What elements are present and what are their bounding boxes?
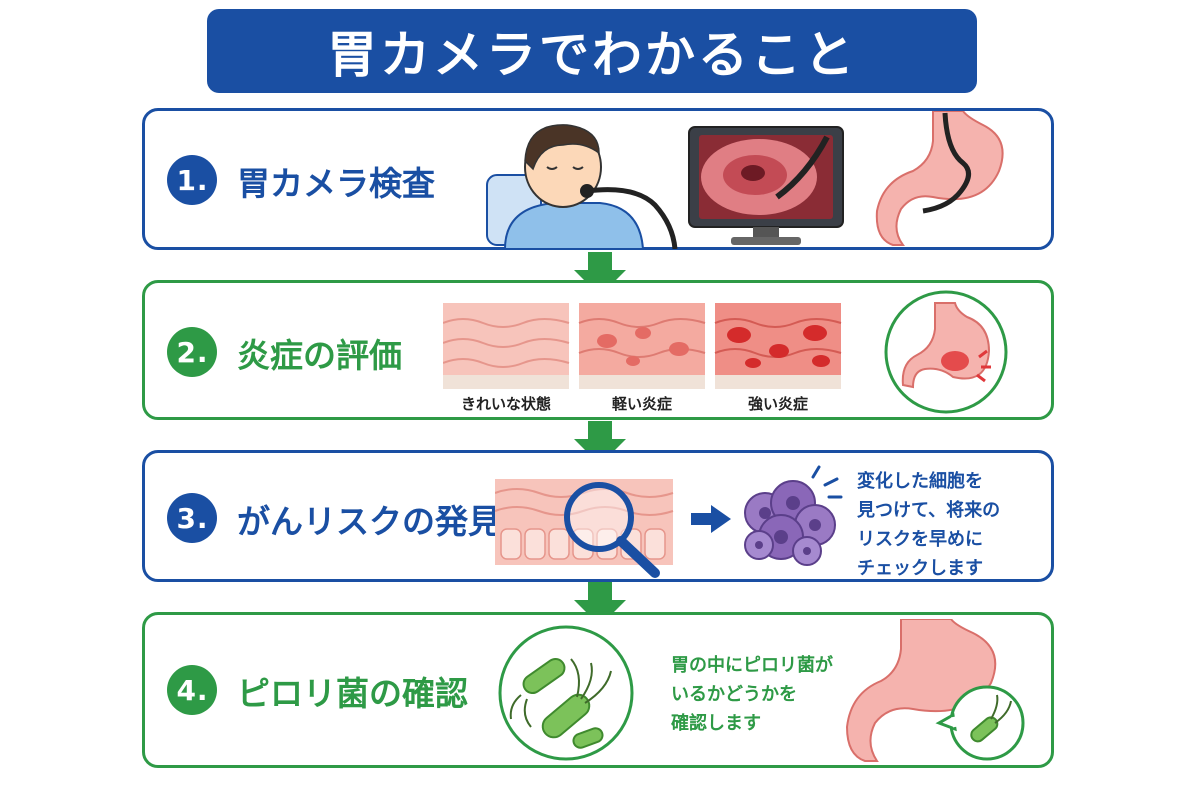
inflamed-stomach-icon: [884, 290, 1008, 414]
panel-label-clean: きれいな状態: [460, 395, 551, 413]
mucosa-panel-icon: [443, 303, 842, 389]
step-2-card: 2. 炎症の評価 きれいな状態 軽い炎症 強い炎症: [142, 280, 1054, 420]
page-title: 胃カメラでわかること: [327, 26, 857, 84]
step-2-number-badge: 2.: [167, 327, 217, 377]
step-1-number-badge: 1.: [167, 155, 217, 205]
arrow-down-icon: [574, 421, 626, 465]
bacteria-icon: [498, 625, 634, 761]
panel-label-severe: 強い炎症: [747, 395, 808, 413]
stomach-icon: [845, 619, 1025, 762]
step-1-title: 胃カメラ検査: [237, 164, 435, 203]
step-4-card: 4. ピロリ菌の確認 胃の中にピロリ菌が いるかどうかを 確認します: [142, 612, 1054, 768]
step-4-title: ピロリ菌の確認: [237, 674, 468, 713]
magnifier-icon: [495, 479, 674, 578]
arrow-down-icon: [574, 582, 626, 626]
panel-label-mild: 軽い炎症: [611, 395, 672, 413]
step-3-number-badge: 3.: [167, 493, 217, 543]
patient-icon: [486, 124, 678, 249]
step-4-description: 胃の中にピロリ菌が いるかどうかを 確認します: [671, 655, 833, 734]
title-banner: 胃カメラでわかること: [207, 9, 977, 93]
step-1-card: 1. 胃カメラ検査: [142, 108, 1054, 250]
step-3-card: 3. がんリスクの発見 変化: [142, 450, 1054, 582]
arrow-down-icon: [574, 252, 626, 296]
step-2-title: 炎症の評価: [237, 336, 402, 375]
step-3-title: がんリスクの発見: [237, 502, 501, 541]
endoscope-monitor-icon: [688, 126, 844, 245]
cancer-cell-icon: [744, 465, 843, 566]
step-3-description: 変化した細胞を 見つけて、将来の リスクを早めに チェックします: [857, 471, 1001, 579]
arrow-right-icon: [691, 505, 731, 533]
step-4-number-badge: 4.: [167, 665, 217, 715]
stomach-icon: [875, 111, 1004, 246]
